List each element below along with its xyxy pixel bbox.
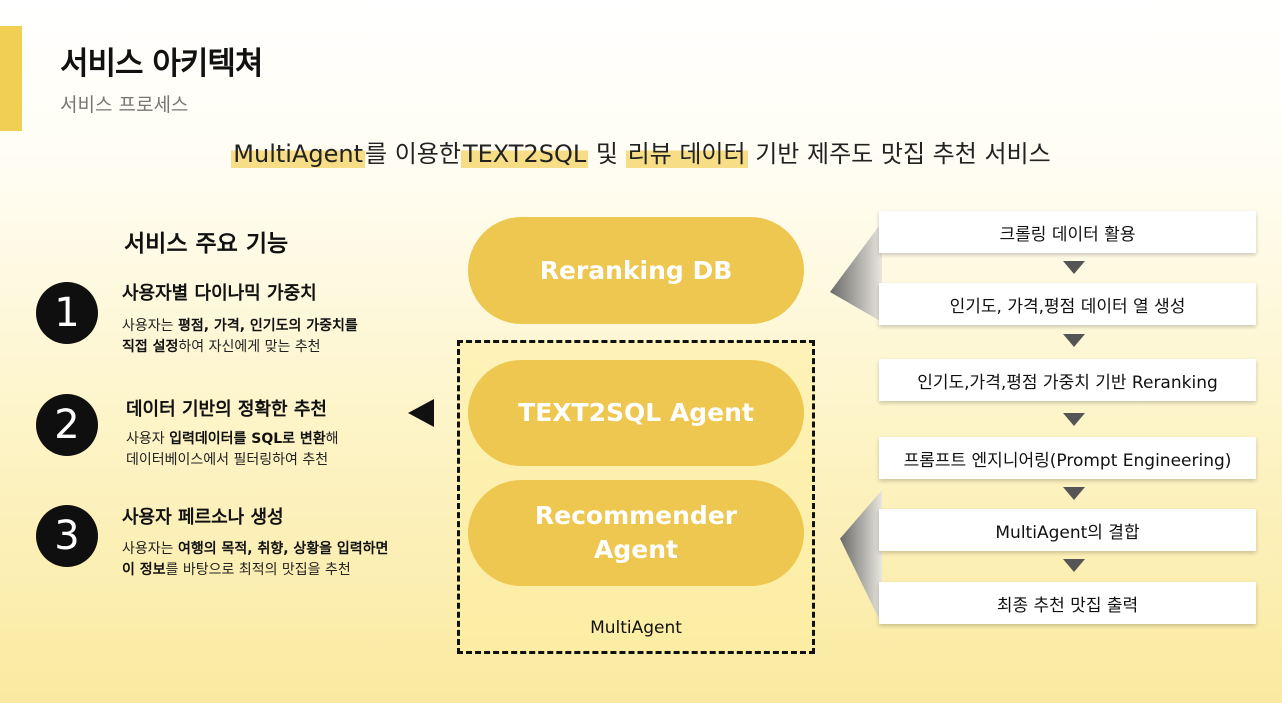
feature-desc-3-c: 이 정보 (122, 562, 166, 578)
feature-desc-1-c: 직접 설정 (122, 339, 179, 355)
multiagent-group-label: MultiAgent (590, 618, 682, 638)
recommender-agent-label-2: Agent (594, 535, 678, 564)
down-arrow-icon (1063, 413, 1085, 426)
feature-desc-1-b: 평점, 가격, 인기도의 가중치를 (177, 318, 358, 334)
process-step-6: 최종 추천 맛집 출력 (879, 582, 1256, 624)
text2sql-agent-label: TEXT2SQL Agent (518, 398, 754, 427)
features-title: 서비스 주요 기능 (124, 231, 289, 257)
feature-desc-3-a: 사용자는 (122, 541, 178, 557)
number-badge-2: 2 (36, 394, 98, 456)
feature-desc-3: 사용자는 여행의 목적, 취향, 상황을 입력하면 이 정보를 바탕으로 최적의… (122, 539, 388, 581)
down-arrow-icon (1063, 261, 1085, 274)
feature-title-1: 사용자별 다이나믹 가중치 (122, 283, 317, 304)
feature-title-3: 사용자 페르소나 생성 (122, 507, 284, 528)
accent-bar (0, 26, 22, 131)
feature-desc-1-d: 하여 자신에게 맞는 추천 (178, 339, 321, 355)
headline-text-3: 기반 제주도 맛집 추천 서비스 (747, 140, 1051, 168)
down-arrow-icon (1063, 559, 1085, 572)
process-step-2: 인기도, 가격,평점 데이터 열 생성 (879, 283, 1256, 325)
number-badge-3: 3 (36, 505, 98, 567)
down-arrow-icon (1063, 487, 1085, 500)
headline-highlight-text2sql: TEXT2SQL (460, 140, 589, 168)
reranking-db-label: Reranking DB (539, 255, 733, 285)
process-step-1-label: 크롤링 데이터 활용 (999, 224, 1136, 245)
process-step-5: MultiAgent의 결합 (879, 509, 1256, 551)
process-step-2-label: 인기도, 가격,평점 데이터 열 생성 (949, 296, 1186, 317)
feature-desc-1: 사용자는 평점, 가격, 인기도의 가중치를 직접 설정하여 자신에게 맞는 추… (122, 316, 358, 358)
recommender-agent-node: Recommender Agent (468, 480, 804, 586)
process-step-3: 인기도,가격,평점 가중치 기반 Reranking (879, 359, 1256, 401)
feature-desc-1-a: 사용자는 (122, 318, 178, 334)
process-step-4: 프롬프트 엔지니어링(Prompt Engineering) (879, 437, 1256, 479)
headline: MultiAgent를 이용한TEXT2SQL 및 리뷰 데이터 기반 제주도 … (0, 134, 1282, 169)
headline-highlight-multiagent: MultiAgent (231, 140, 365, 168)
feature-desc-2: 사용자 입력데이터를 SQL로 변환해 데이터베이스에서 필터링하여 추천 (126, 429, 339, 471)
process-step-5-label: MultiAgent의 결합 (995, 522, 1140, 543)
feature-desc-2-d: 데이터베이스에서 필터링하여 추천 (126, 452, 329, 468)
process-step-1: 크롤링 데이터 활용 (879, 211, 1256, 253)
text2sql-agent-node: TEXT2SQL Agent (468, 360, 804, 466)
down-arrow-icon (1063, 334, 1085, 347)
process-step-6-label: 최종 추천 맛집 출력 (996, 595, 1139, 616)
feature-desc-3-d: 를 바탕으로 최적의 맛집을 추천 (165, 562, 351, 578)
feature-title-2: 데이터 기반의 정확한 추천 (126, 399, 327, 420)
process-step-4-label: 프롬프트 엔지니어링(Prompt Engineering) (903, 450, 1232, 471)
headline-highlight-review-data: 리뷰 데이터 (625, 140, 748, 168)
feature-desc-2-c: 해 (325, 431, 339, 447)
left-arrow-icon (408, 399, 434, 427)
feature-desc-3-b: 여행의 목적, 취향, 상황을 입력하면 (177, 541, 389, 557)
page-title: 서비스 아키텍쳐 (60, 46, 263, 82)
process-step-3-label: 인기도,가격,평점 가중치 기반 Reranking (917, 372, 1218, 393)
headline-text-2: 및 (588, 140, 626, 168)
reranking-db-node: Reranking DB (468, 217, 804, 324)
recommender-agent-label-1: Recommender (534, 501, 738, 530)
connector-wedge-bottom (840, 490, 882, 625)
page-subtitle: 서비스 프로세스 (60, 94, 189, 116)
number-badge-1: 1 (36, 282, 98, 344)
connector-wedge-top (830, 222, 882, 322)
headline-text-1: 를 이용한 (364, 140, 461, 168)
feature-desc-2-b: 입력데이터를 SQL로 변환 (169, 431, 326, 447)
feature-desc-2-a: 사용자 (126, 431, 170, 447)
